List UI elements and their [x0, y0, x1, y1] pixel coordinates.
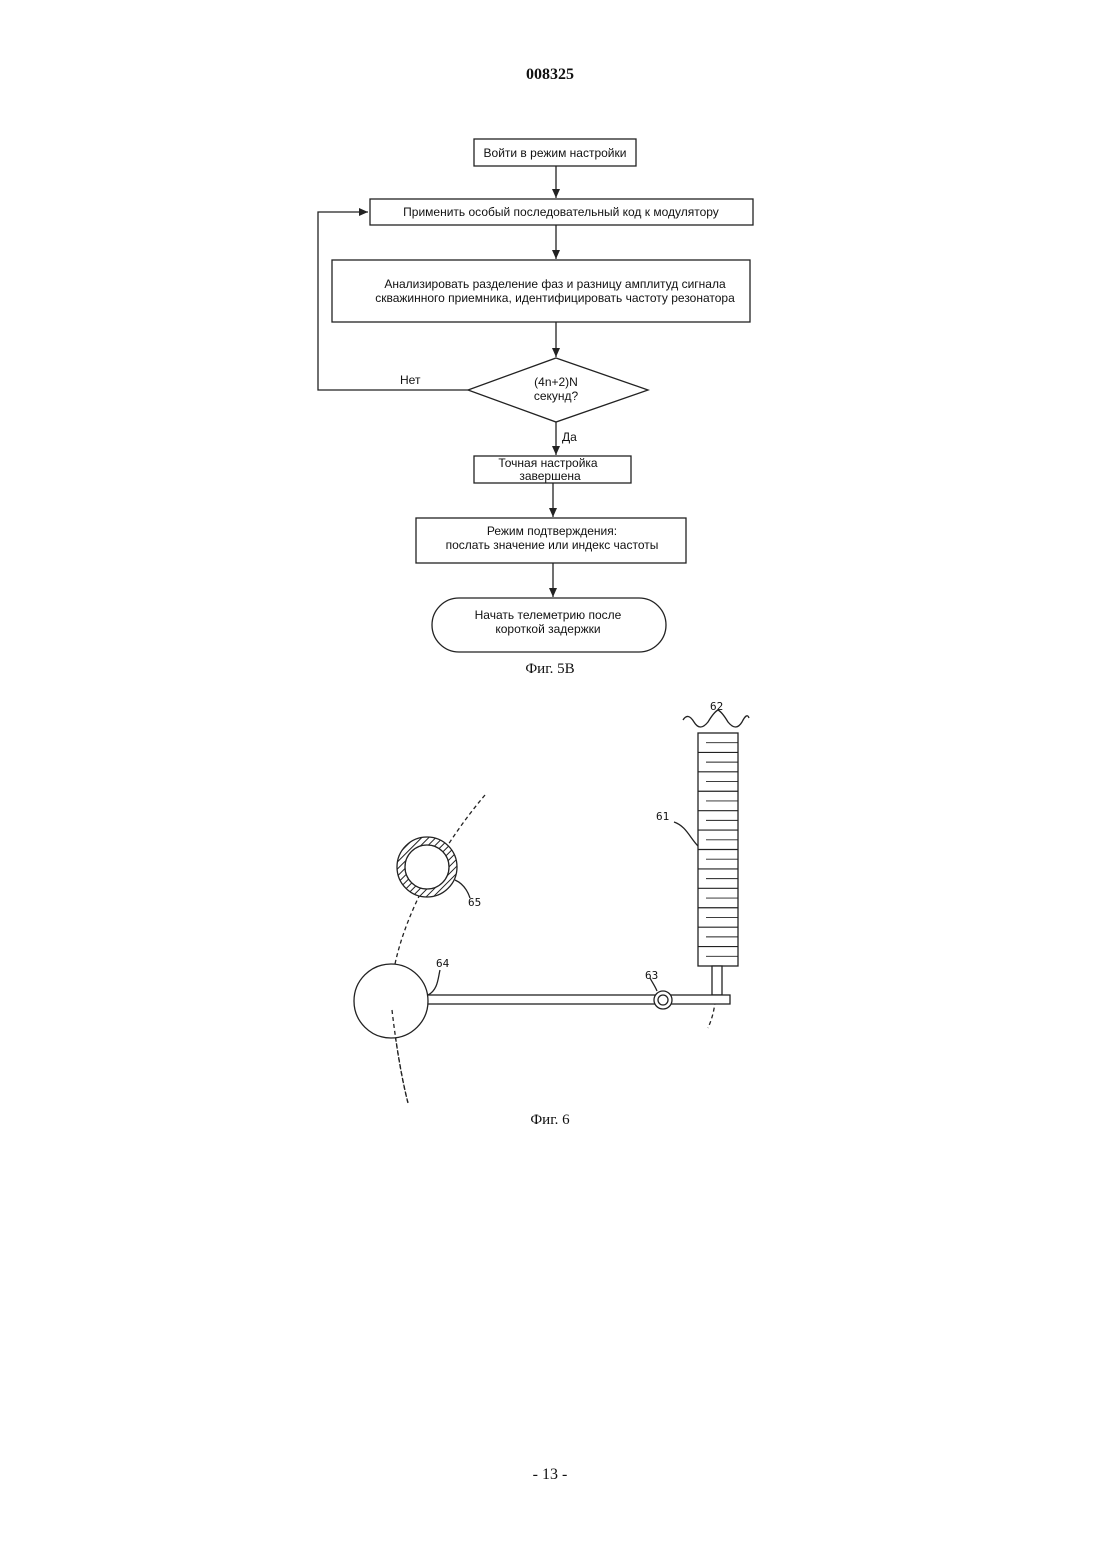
- apparatus-figure-6: 62 61 64 63 65 Фиг. 6: [354, 700, 749, 1128]
- ref-label-61: 61: [656, 810, 669, 823]
- label-no: Нет: [400, 373, 421, 387]
- ref-label-63: 63: [645, 969, 658, 982]
- step-tuning-line1: Точная настройка: [498, 456, 598, 470]
- step-enter-setup-label: Войти в режим настройки: [484, 146, 627, 160]
- large-sphere-64: [354, 964, 428, 1038]
- terminal-start-telemetry: Начать телеметрию после короткой задержк…: [432, 598, 666, 652]
- decision-line2: секунд?: [534, 389, 579, 403]
- small-ring-63: [654, 991, 672, 1009]
- hatched-ring-inner: [405, 845, 449, 889]
- flowchart-figure-5b: Войти в режим настройки Применить особый…: [318, 139, 753, 677]
- step-apply-code: Применить особый последовательный код к …: [370, 199, 753, 225]
- leader-64: [428, 970, 440, 995]
- decision-period: (4n+2)N секунд?: [468, 358, 648, 422]
- resonator-stack: [698, 733, 738, 966]
- step-analyze-line2: скважинного приемника, идентифицировать …: [375, 291, 735, 305]
- terminal-line1: Начать телеметрию после: [475, 608, 622, 622]
- ref-label-64: 64: [436, 957, 450, 970]
- step-confirm-line1: Режим подтверждения:: [487, 524, 617, 538]
- step-enter-setup: Войти в режим настройки: [474, 139, 636, 166]
- ref-label-62: 62: [710, 700, 723, 713]
- step-analyze-line1: Анализировать разделение фаз и разницу а…: [384, 277, 726, 291]
- horizontal-rod: [425, 995, 730, 1004]
- step-analyze: Анализировать разделение фаз и разницу а…: [332, 260, 750, 322]
- figure-5b-caption: Фиг. 5В: [525, 661, 574, 677]
- step-tuning-done: Точная настройка завершена: [474, 456, 631, 483]
- step-confirm-line2: послать значение или индекс частоты: [446, 538, 659, 552]
- leader-61: [674, 822, 698, 846]
- ref-label-65: 65: [468, 896, 481, 909]
- label-yes: Да: [562, 430, 577, 444]
- figure-6-caption: Фиг. 6: [530, 1112, 570, 1128]
- support-post: [712, 966, 722, 995]
- step-confirm: Режим подтверждения: послать значение ил…: [416, 518, 686, 563]
- step-tuning-line2: завершена: [519, 469, 581, 483]
- page-number: - 13 -: [0, 1466, 1100, 1484]
- step-apply-code-label: Применить особый последовательный код к …: [403, 205, 719, 219]
- terminal-line2: короткой задержки: [495, 622, 600, 636]
- decision-line1: (4n+2)N: [534, 375, 578, 389]
